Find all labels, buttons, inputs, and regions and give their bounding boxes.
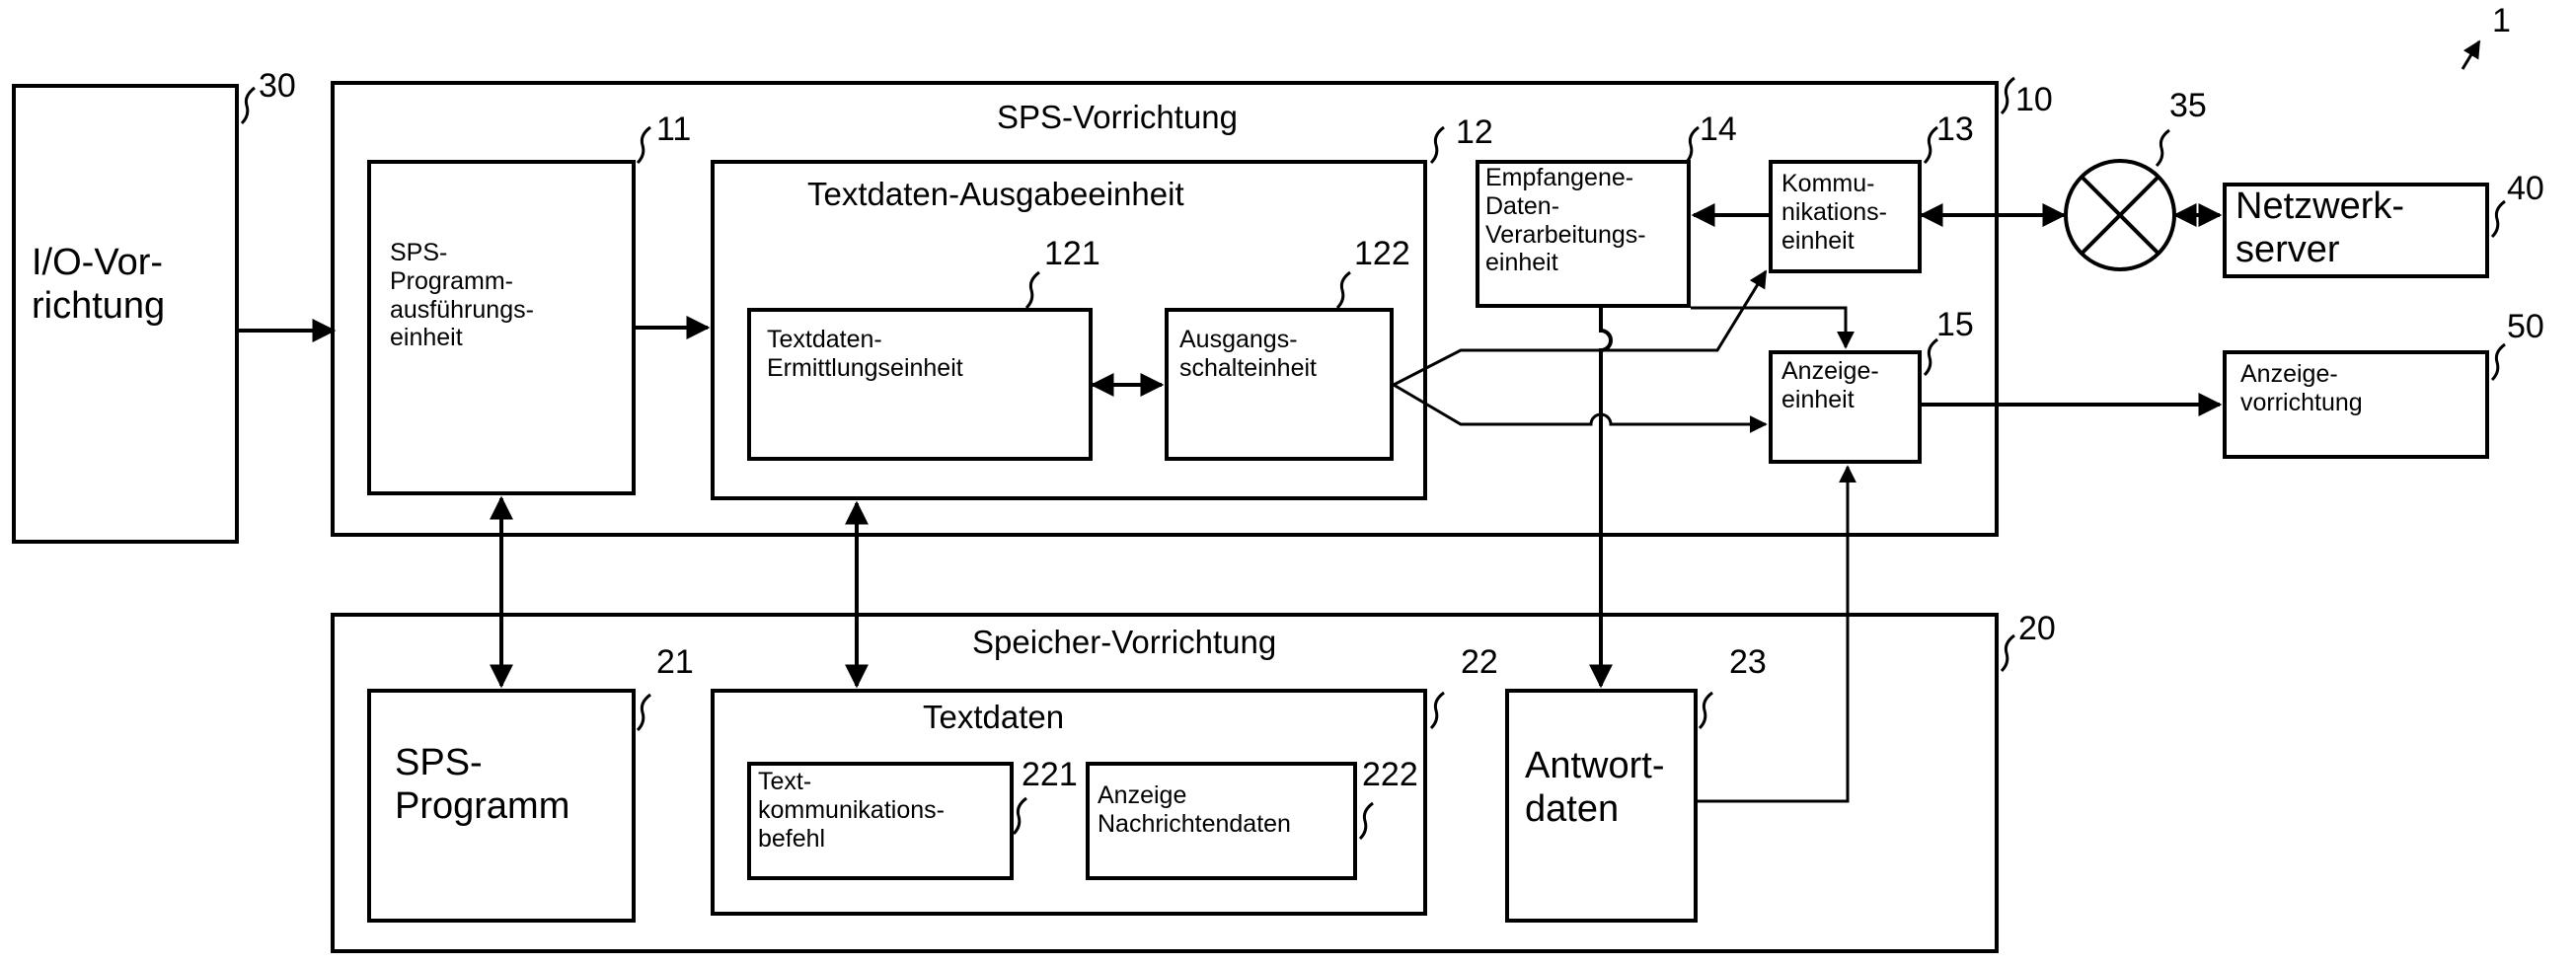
ref-50: 50 (2507, 308, 2544, 346)
leader-22 (1431, 693, 1444, 728)
ref-14: 14 (1700, 111, 1737, 149)
ref-40: 40 (2507, 170, 2544, 208)
leader-11 (638, 127, 650, 163)
io-device-label: I/O-Vor- richtung (32, 242, 165, 328)
leader-221 (1014, 798, 1026, 834)
program-execution-unit-label: SPS- Programm- ausführungs- einheit (390, 239, 534, 352)
leader-122 (1337, 272, 1350, 308)
plc-program-label: SPS- Programm (395, 742, 569, 828)
leader-21 (638, 695, 650, 730)
ref-22: 22 (1461, 643, 1498, 682)
switch-to-communication-arrow (1394, 271, 1766, 385)
leader-30 (242, 88, 255, 123)
network-symbol (2066, 161, 2174, 269)
leader-14 (1686, 127, 1699, 163)
leader-40 (2492, 201, 2505, 237)
ref-11: 11 (656, 111, 691, 149)
leader-15 (1925, 339, 1937, 375)
command-label: Text- kommunikations- befehl (758, 768, 945, 853)
leader-222 (1360, 803, 1373, 839)
ref-30: 30 (259, 67, 296, 106)
output-switch-unit-label: Ausgangs- schalteinheit (1179, 326, 1317, 383)
text-data-title: Textdaten (923, 699, 1064, 736)
switch-to-display-arrow (1394, 385, 1766, 424)
ref-1: 1 (2492, 2, 2511, 40)
plc-device-title: SPS-Vorrichtung (997, 99, 1238, 136)
communication-unit-label: Kommu- nikations- einheit (1781, 170, 1887, 255)
ref-121: 121 (1044, 235, 1100, 273)
leader-12 (1431, 127, 1444, 163)
ref-13: 13 (1936, 111, 1974, 149)
ref-10: 10 (2015, 81, 2053, 119)
leader-23 (1700, 693, 1712, 728)
network-server-label: Netzwerk- server (2235, 186, 2404, 271)
ref-15: 15 (1936, 306, 1974, 344)
message-data-label: Anzeige Nachrichtendaten (1098, 781, 1291, 839)
leader-1 (2462, 41, 2479, 69)
received-to-display-arrow (1691, 308, 1846, 347)
response-to-display-arrow (1698, 467, 1848, 801)
received-data-unit-label: Empfangene- Daten- Verarbeitungs- einhei… (1485, 164, 1646, 277)
ref-20: 20 (2018, 610, 2056, 648)
leader-121 (1026, 272, 1039, 308)
leader-35 (2157, 130, 2169, 166)
display-device-label: Anzeige- vorrichtung (2240, 360, 2363, 417)
ref-12: 12 (1456, 113, 1493, 152)
text-output-unit-title: Textdaten-Ausgabeeinheit (807, 176, 1184, 213)
leader-10 (2002, 78, 2014, 113)
ref-21: 21 (656, 643, 694, 682)
received-to-response-arrow (1601, 308, 1611, 686)
ref-35: 35 (2169, 87, 2207, 125)
ref-221: 221 (1022, 756, 1078, 794)
response-data-label: Antwort- daten (1525, 745, 1664, 831)
storage-device-title: Speicher-Vorrichtung (972, 624, 1276, 661)
ref-122: 122 (1354, 235, 1410, 273)
leader-20 (2002, 635, 2014, 671)
ref-23: 23 (1729, 643, 1767, 682)
leader-50 (2492, 344, 2505, 380)
determination-unit-label: Textdaten- Ermittlungseinheit (767, 326, 963, 383)
ref-222: 222 (1362, 756, 1418, 794)
display-unit-label: Anzeige- einheit (1781, 357, 1879, 414)
